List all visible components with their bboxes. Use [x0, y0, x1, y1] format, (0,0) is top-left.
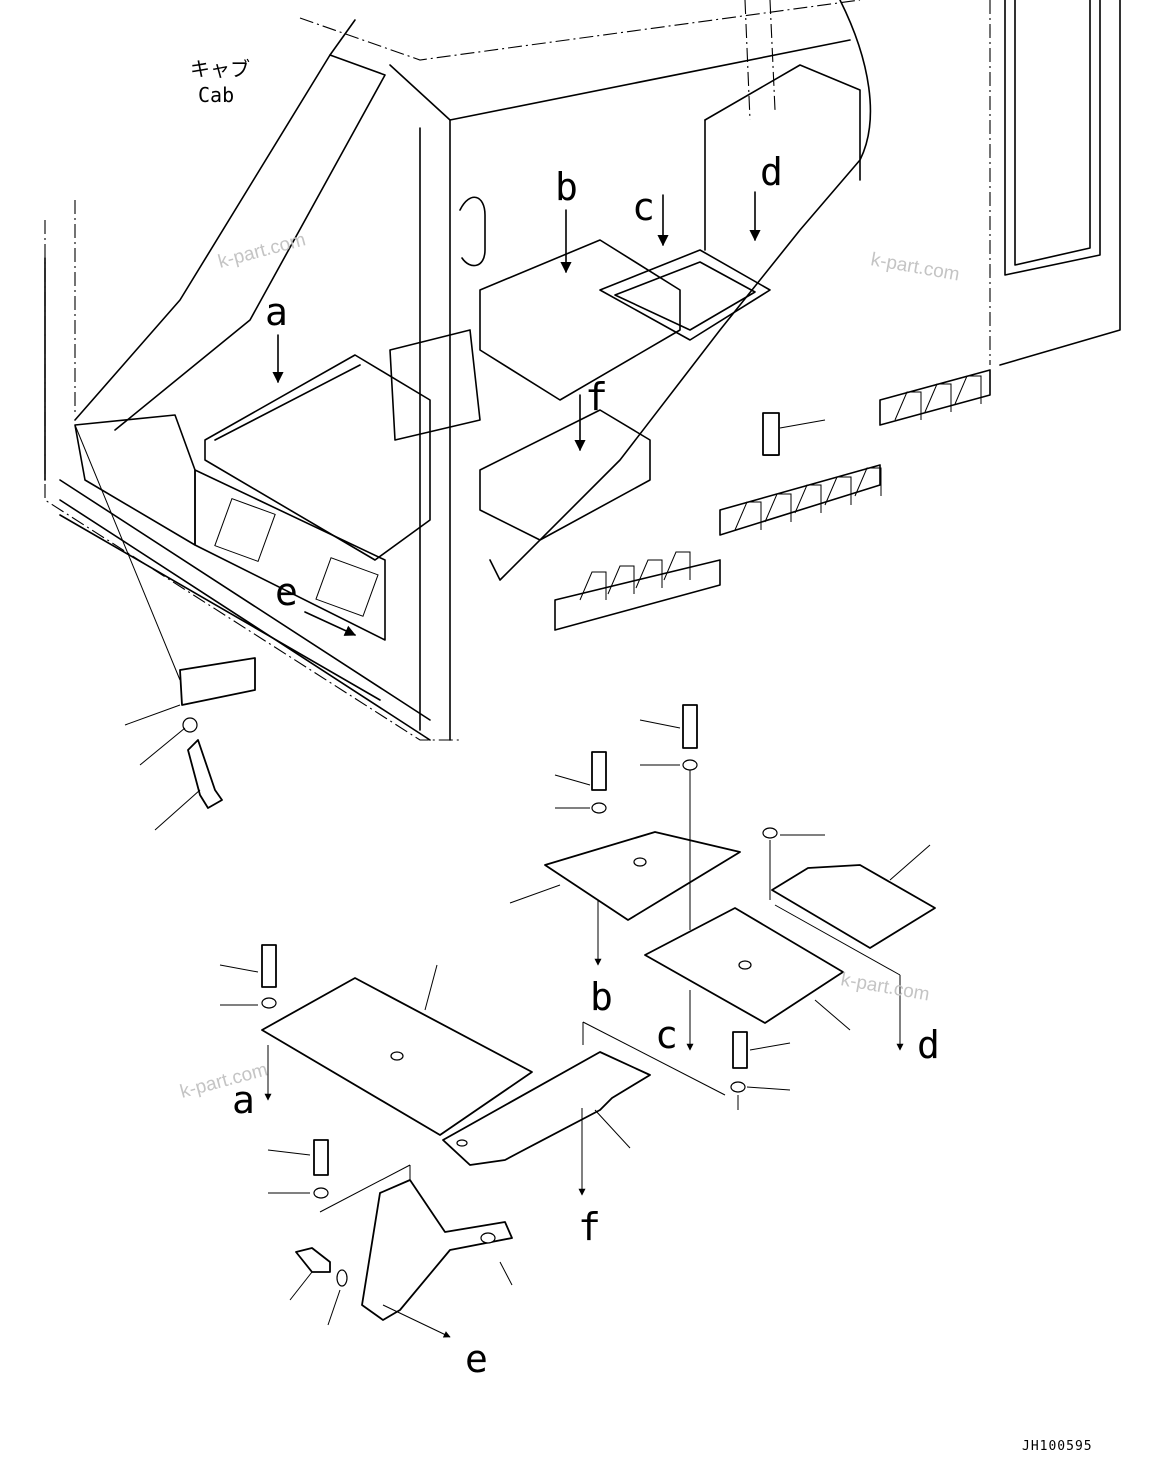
- cover-plate-a: [219, 944, 533, 1136]
- bracket-e: [267, 1139, 513, 1338]
- ref-label-e-upper: e: [275, 570, 298, 614]
- ref-label-c-lower: c: [655, 1013, 678, 1057]
- ref-label-a-lower: a: [232, 1078, 255, 1122]
- ref-label-a-upper: a: [265, 290, 288, 334]
- watermark-4: k-part.com: [178, 1059, 270, 1103]
- ref-label-d-upper: d: [760, 150, 783, 194]
- ref-label-f-lower: f: [578, 1205, 601, 1249]
- ref-label-d-lower: d: [917, 1023, 940, 1067]
- cover-plate-f: [442, 1021, 791, 1196]
- watermark-3: k-part.com: [839, 969, 931, 1005]
- cover-plate-b: [509, 751, 741, 966]
- watermark-1: k-part.com: [216, 229, 308, 273]
- ref-label-f-upper: f: [585, 375, 608, 419]
- ref-label-b-lower: b: [590, 975, 613, 1019]
- cab-label-english: Cab: [198, 83, 234, 107]
- cab-label-japanese: キャブ: [190, 57, 250, 81]
- watermark-2: k-part.com: [869, 249, 961, 285]
- ref-label-c-upper: c: [632, 185, 655, 229]
- cover-plate-c: [639, 704, 851, 1051]
- ref-label-e-lower: e: [465, 1337, 488, 1381]
- cab-structure: [44, 0, 1121, 741]
- bolt-d: [762, 412, 826, 836]
- ref-label-b-upper: b: [555, 165, 578, 209]
- small-cover-assembly: [74, 424, 256, 831]
- drawing-code: JH100595: [1022, 1439, 1093, 1454]
